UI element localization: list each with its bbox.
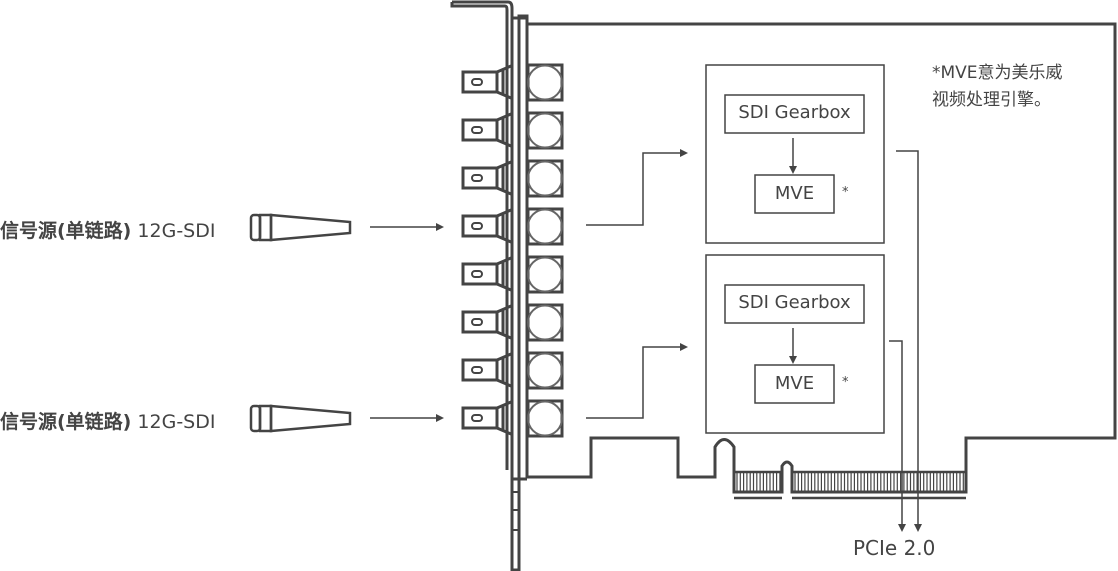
bnc-port-8-icon: [461, 399, 564, 438]
mve-label-1: MVE: [774, 183, 815, 204]
bnc-port-3-icon: [461, 159, 564, 198]
bnc-port-group: [461, 63, 564, 438]
pcie-edge-connector: [732, 470, 968, 500]
processing-block-1: [705, 64, 885, 244]
bnc-port-1-icon: [461, 63, 564, 102]
signal-source-label-2: 信号源(单链路) 12G-SDI: [0, 407, 215, 434]
footnote: *MVE意为美乐威 视频处理引擎。: [932, 60, 1063, 114]
sdi-cable-connector-1-icon: [249, 213, 352, 242]
bnc-port-5-icon: [461, 255, 564, 294]
mve-asterisk-1: *: [842, 185, 849, 200]
bnc-port-4-icon: [461, 207, 564, 246]
signal-source-label-cn: 信号源(单链路): [0, 220, 132, 242]
bnc-port-2-icon: [461, 111, 564, 150]
signal-source-label-1: 信号源(单链路) 12G-SDI: [0, 216, 215, 243]
signal-source-label-cn: 信号源(单链路): [0, 411, 132, 433]
signal-source-label-en: 12G-SDI: [137, 220, 216, 242]
edge-connector-segment-1: [732, 470, 784, 494]
bnc-port-7-icon: [461, 351, 564, 390]
sdi-cable-connectors: [249, 213, 352, 433]
processing-block-2: [705, 254, 885, 434]
signal-source-label-en: 12G-SDI: [137, 411, 216, 433]
gearbox-box-1: [724, 94, 865, 134]
bracket-inner: [450, 2, 509, 470]
pcie-label: PCIe 2.0: [853, 536, 936, 560]
gearbox-label-1: SDI Gearbox: [738, 102, 851, 123]
mve-box-1: [754, 174, 835, 214]
footnote-line-1: *MVE意为美乐威: [932, 63, 1063, 83]
footnote-line-2: 视频处理引擎。: [932, 90, 1051, 110]
mve-label-2: MVE: [774, 373, 815, 394]
mve-asterisk-2: *: [842, 375, 849, 390]
sdi-cable-connector-2-icon: [249, 404, 352, 433]
gearbox-label-2: SDI Gearbox: [738, 292, 851, 313]
edge-connector-segment-2: [790, 470, 968, 494]
bnc-port-6-icon: [461, 303, 564, 342]
mve-box-2: [754, 364, 835, 404]
gearbox-box-2: [724, 284, 865, 324]
